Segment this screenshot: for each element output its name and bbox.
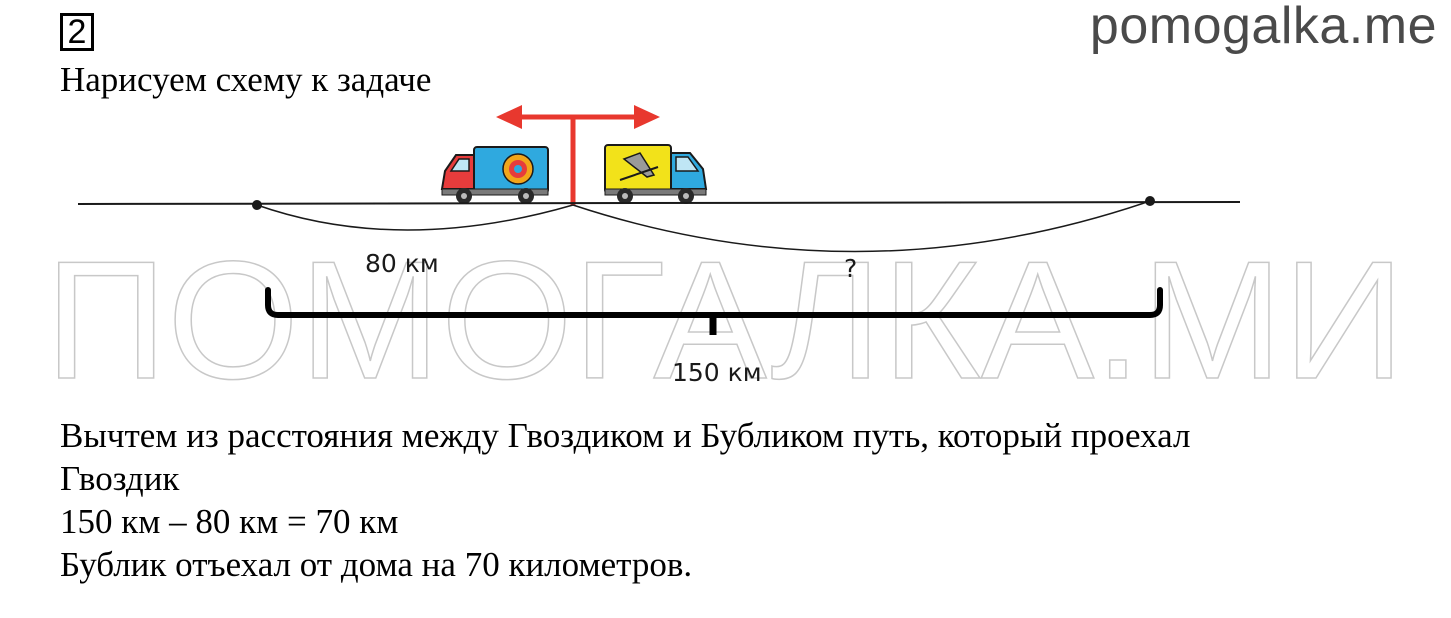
arrow-left-head	[496, 105, 522, 129]
arrow-right-head	[634, 105, 660, 129]
left-segment-arc	[256, 204, 574, 231]
solution-equation: 150 км – 80 км = 70 км	[60, 502, 399, 541]
left-segment-label: 80 км	[365, 249, 439, 278]
site-watermark-text: pomogalka.me	[1089, 0, 1437, 55]
left-truck-icon	[440, 146, 549, 204]
solution-answer: Бублик отъехал от дома на 70 километров.	[60, 545, 693, 584]
solution-line-2: Гвоздик	[60, 459, 180, 498]
intro-text: Нарисуем схему к задаче	[60, 60, 432, 99]
task-number-box: 2	[60, 13, 94, 51]
distance-diagram: ПОМОГАЛКА.МИ 80 км ?	[44, 105, 1406, 400]
right-segment-label: ?	[844, 254, 857, 283]
road-line	[77, 201, 1241, 205]
solution-line-1: Вычтем из расстояния между Гвоздиком и Б…	[60, 416, 1191, 455]
solution-text: Вычтем из расстояния между Гвоздиком и Б…	[60, 414, 1420, 586]
right-segment-arc	[572, 200, 1151, 253]
right-truck-icon	[604, 144, 708, 204]
total-distance-label: 150 км	[672, 358, 762, 387]
direction-arrows	[507, 114, 648, 206]
